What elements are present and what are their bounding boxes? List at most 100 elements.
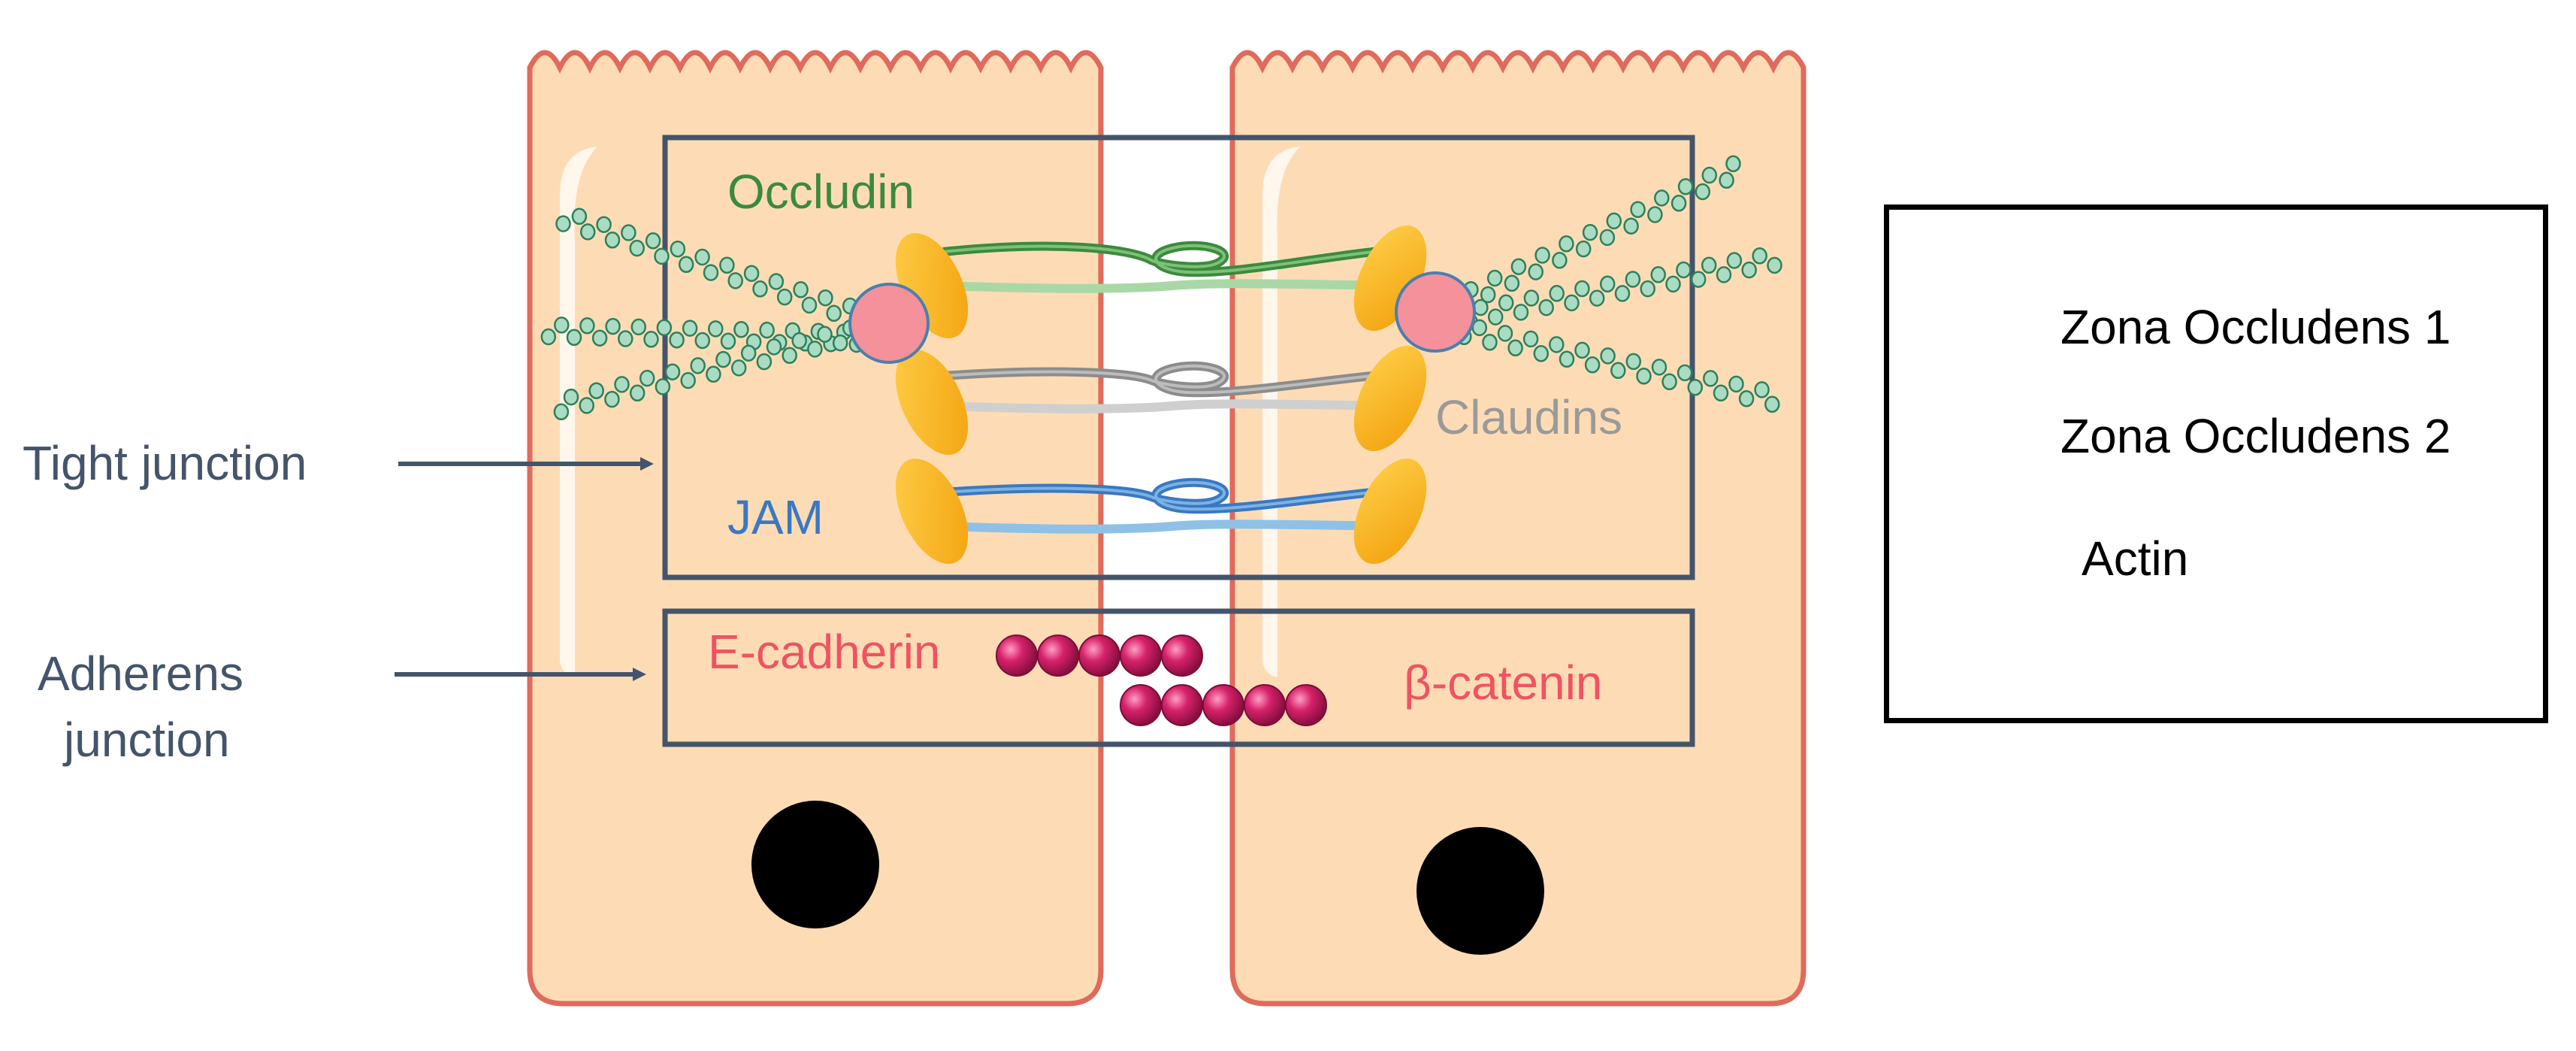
actin-bead (694, 332, 711, 350)
actin-bead (1497, 325, 1513, 342)
actin-bead (1574, 280, 1590, 298)
cadherin-bead (1037, 635, 1079, 677)
actin-bead (740, 344, 757, 362)
actin-bead (1677, 177, 1694, 195)
actin-bead (1650, 266, 1666, 283)
actin-bead (596, 216, 612, 233)
claudins-label: Claudins (1435, 390, 1623, 444)
tight-junction-box (662, 135, 1695, 580)
claudin-strands (942, 361, 1410, 413)
legend-zo2-label: Zona Occludens 2 (2060, 409, 2451, 463)
actin-bead (752, 280, 768, 298)
actin-bead (680, 371, 696, 389)
actin-bead (703, 264, 719, 281)
actin-bead (639, 369, 655, 387)
legend-actin-label: Actin (2082, 532, 2189, 586)
actin-bead (1764, 395, 1780, 413)
actin-bead (1538, 298, 1554, 317)
actin-bead (1725, 155, 1741, 173)
actin-bead (629, 239, 645, 257)
actin-bead (768, 273, 785, 290)
actin-bead (629, 384, 646, 402)
e-cadherin-label: E-cadherin (708, 625, 941, 679)
cadherin-bead (1120, 635, 1162, 677)
actin-bead (1582, 223, 1598, 241)
actin-bead (832, 334, 848, 352)
actin-bead (1752, 247, 1767, 265)
actin-bead (1754, 381, 1770, 398)
adherens-junction-box (662, 608, 1695, 747)
actin-bead (656, 319, 673, 337)
zo1-right-2 (1353, 345, 1427, 452)
actin-bead (588, 382, 604, 399)
actin-bead (793, 281, 809, 298)
actin-bead (1599, 229, 1616, 247)
actin-bead (571, 207, 588, 226)
actin-bead (719, 256, 735, 274)
actin-bead (1575, 240, 1592, 258)
actin-bead (1701, 166, 1718, 184)
actin-bead (1599, 275, 1616, 293)
actin-bead (766, 338, 782, 356)
actin-bead (733, 321, 749, 338)
actin-bead (743, 265, 760, 282)
actin-bead (708, 320, 724, 338)
actin-bead (1522, 330, 1539, 348)
actin-bead (643, 331, 659, 348)
tight-junction-label: Tight junction (23, 436, 307, 490)
actin-bead (1636, 368, 1652, 385)
actin-bead (1661, 373, 1677, 391)
actin-bead (756, 353, 772, 371)
right-cell-highlight (1262, 147, 1300, 677)
actin-bead (1728, 375, 1744, 393)
actin-bead (1690, 271, 1707, 288)
actin-bead (591, 329, 608, 347)
actin-bead (1549, 285, 1565, 302)
actin-bead (1716, 266, 1732, 283)
actin-bead (1614, 285, 1631, 302)
tight-junction-arrow (398, 457, 654, 471)
cadherin-bead (1202, 684, 1244, 726)
actin-bead (1606, 212, 1622, 230)
actin-filament (555, 207, 866, 330)
actin-bead (1473, 298, 1489, 317)
actin-bead (1486, 269, 1503, 287)
actin-bead (645, 232, 661, 250)
actin-bead (604, 232, 621, 249)
actin-bead (715, 350, 731, 368)
left-cell-highlight (560, 147, 597, 677)
actin-bead (727, 272, 743, 289)
actin-bead (706, 365, 721, 383)
actin-filaments-left (540, 207, 874, 421)
occludin-strands (942, 241, 1410, 293)
cadherin-bead (996, 635, 1038, 677)
cadherin-bead (1285, 684, 1327, 726)
actin-bead (563, 388, 579, 406)
actin-bead (1528, 263, 1543, 280)
left-nucleus (751, 801, 879, 928)
cadherin-beads (996, 635, 1327, 726)
actin-bead (682, 320, 698, 337)
actin-bead (553, 403, 570, 421)
adherens-junction-label-line1: Adherens (38, 647, 243, 701)
actin-bead (1564, 294, 1580, 312)
actin-bead (630, 318, 647, 336)
cadherin-bead (1120, 684, 1162, 726)
actin-bead (1665, 275, 1681, 293)
actin-bead (1510, 258, 1527, 275)
actin-bead (1471, 319, 1488, 337)
actin-bead (720, 332, 736, 350)
actin-bead (1625, 271, 1641, 288)
actin-bead (1687, 379, 1704, 396)
actin-bead (1507, 339, 1523, 357)
actin-bead (807, 341, 823, 358)
actin-bead (1610, 362, 1626, 380)
actin-bead (1738, 390, 1755, 407)
actin-bead (730, 359, 747, 377)
cadherin-bead (1161, 684, 1203, 726)
legend-box (1884, 204, 2548, 723)
actin-bead (1504, 274, 1520, 292)
cadherin-bead (1078, 635, 1120, 677)
actin-bead (1534, 247, 1550, 264)
